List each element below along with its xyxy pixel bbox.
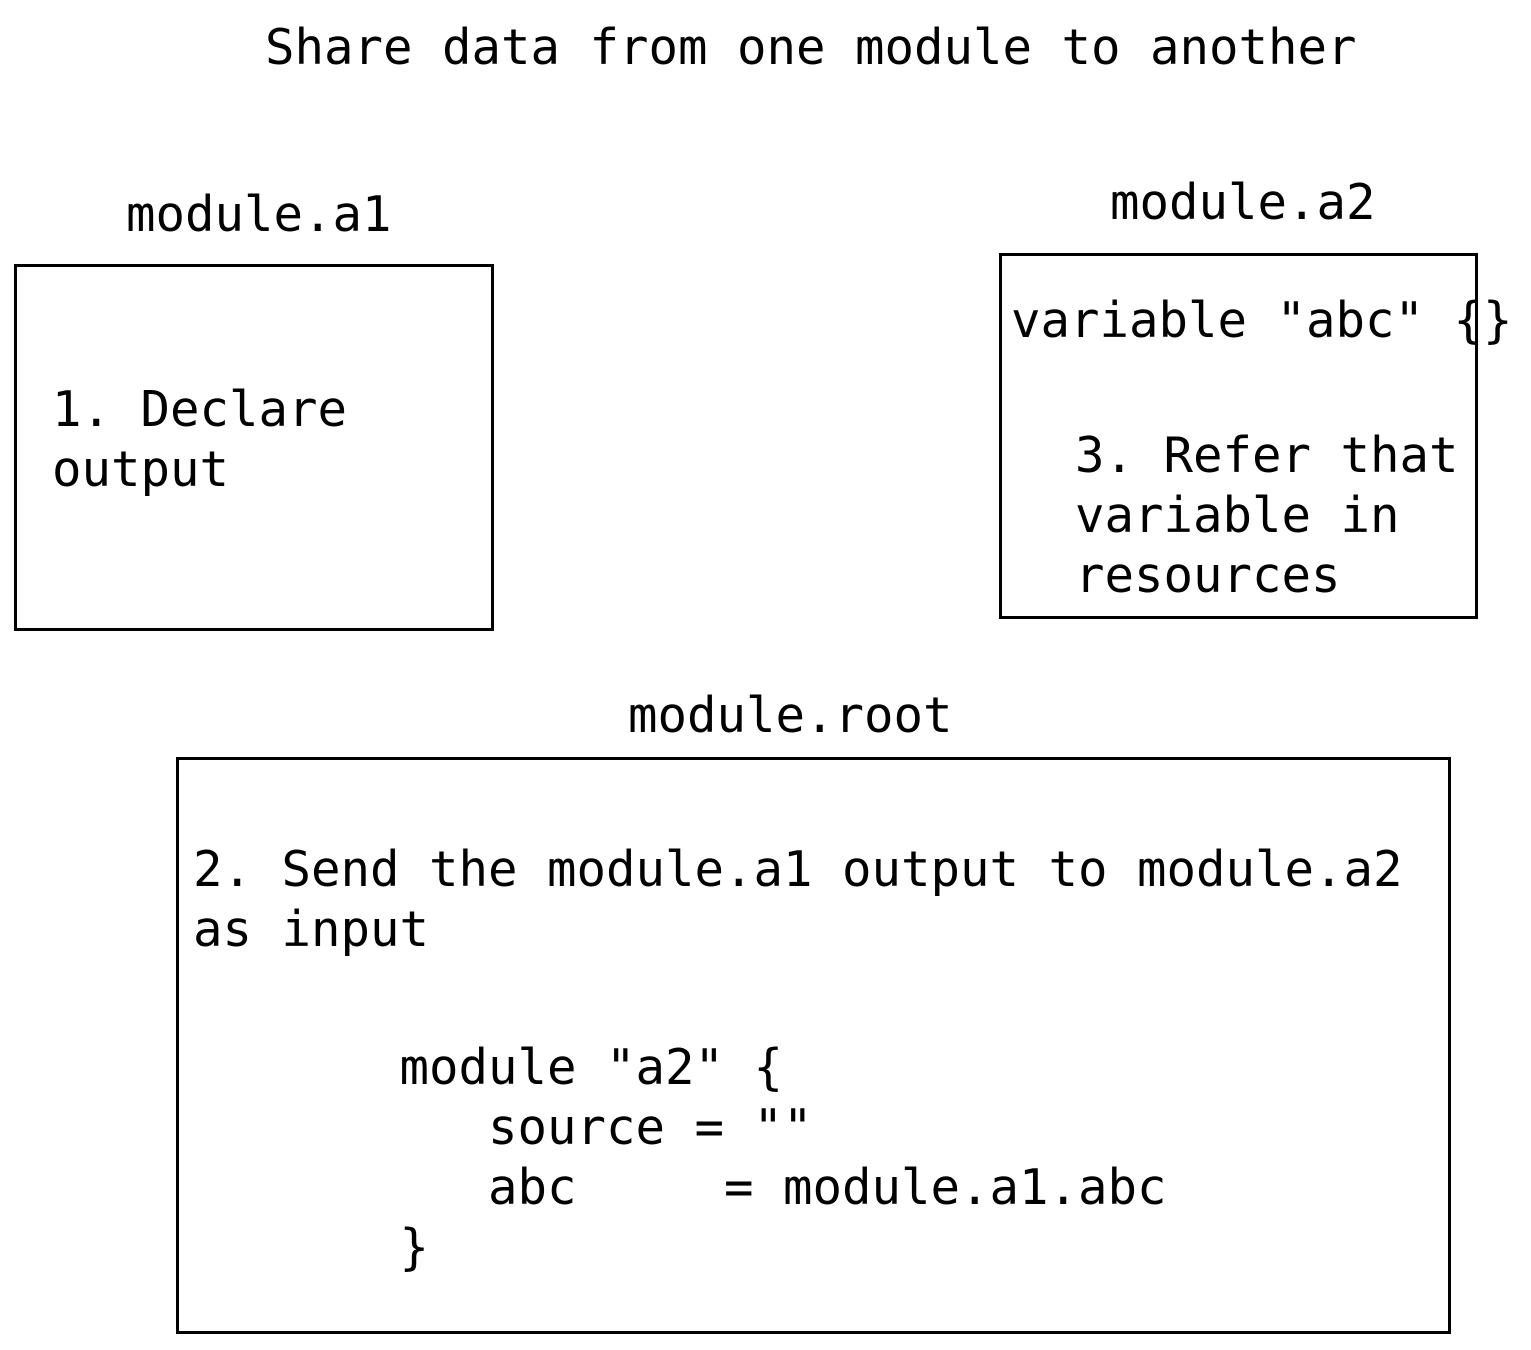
module-a1-box: 1. Declare output <box>14 264 494 631</box>
module-root-label: module.root <box>628 687 953 744</box>
module-a2-box: variable "abc" {} 3. Refer that variable… <box>999 253 1513 619</box>
module-a2-label: module.a2 <box>1110 174 1376 231</box>
module-root-box: 2. Send the module.a1 output to module.a… <box>176 757 1451 1334</box>
diagram-title: Share data from one module to another <box>265 19 1357 76</box>
module-a1-content: 1. Declare output <box>52 381 348 498</box>
module-root-description: 2. Send the module.a1 output to module.a… <box>193 841 1403 958</box>
module-a1-label: module.a1 <box>126 186 392 243</box>
module-a2-note: 3. Refer that variable in resources <box>1075 427 1459 604</box>
module-a2-variable-declaration: variable "abc" {} <box>1011 292 1513 349</box>
module-root-code: module "a2" { source = "" abc = module.a… <box>399 1039 1167 1276</box>
